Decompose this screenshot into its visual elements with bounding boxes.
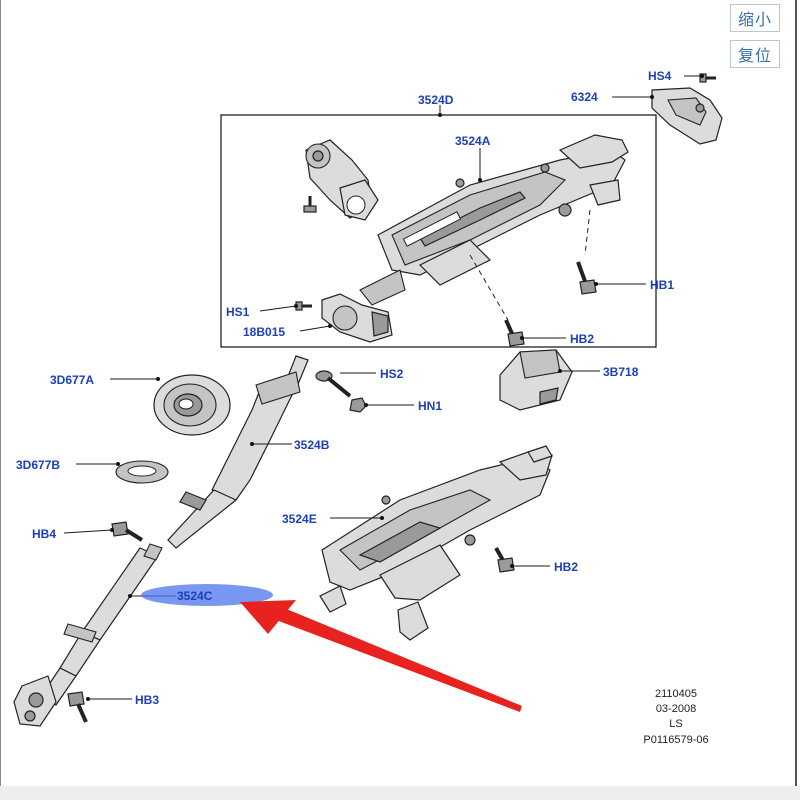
bolt-HB3 — [67, 691, 88, 723]
leader-dots — [86, 74, 704, 701]
callout-3D677A: 3D677A — [50, 373, 94, 387]
guide-dash-2 — [584, 209, 591, 256]
callout-6324: 6324 — [571, 90, 598, 104]
steering-column-assembly-3524E — [319, 445, 553, 641]
screw-HS4 — [699, 73, 716, 83]
universal-joint — [13, 675, 57, 727]
zoom-out-button[interactable]: 缩小 — [730, 4, 780, 32]
drawing-model: LS — [669, 718, 682, 730]
callout-HB1: HB1 — [650, 278, 674, 292]
bolt-HB4 — [111, 521, 144, 542]
callout-3524C: 3524C — [177, 589, 213, 603]
drawing-reference: P0116579-06 — [643, 734, 708, 746]
bolt-HB2-upper — [504, 319, 525, 347]
callout-HB4: HB4 — [32, 527, 56, 541]
callout-HB3: HB3 — [135, 693, 159, 707]
highlight-3524C — [141, 584, 273, 606]
callout-3B718: 3B718 — [603, 365, 639, 379]
bolt-HS2 — [315, 370, 352, 398]
callout-HS4: HS4 — [648, 69, 672, 83]
seal-3D677B — [115, 460, 169, 484]
callout-3524D: 3524D — [418, 93, 454, 107]
callout-HS2: HS2 — [380, 367, 404, 381]
bolt-HB2-lower — [494, 547, 515, 573]
drawing-number: 2110405 — [655, 688, 697, 700]
guide-dash-1 — [469, 254, 509, 321]
drawing-date: 03-2008 — [656, 703, 696, 715]
callout-HN1: HN1 — [418, 399, 442, 413]
small-screw-top-left — [303, 196, 317, 213]
callout-HS1: HS1 — [226, 305, 250, 319]
frame-bottom — [0, 786, 800, 800]
boot-3D677A — [153, 374, 231, 436]
callout-3524E: 3524E — [282, 512, 317, 526]
reset-button[interactable]: 复位 — [730, 40, 780, 68]
upper-steering-column-3524A — [359, 134, 629, 306]
cover-3B718 — [499, 349, 573, 411]
lower-shaft-3524C — [39, 543, 163, 706]
sensor-18B015 — [321, 293, 393, 343]
ignition-lock-assembly — [305, 139, 379, 221]
callout-3D677B: 3D677B — [16, 458, 60, 472]
callout-HB2-upper: HB2 — [570, 332, 594, 346]
bracket-6324 — [651, 87, 723, 145]
red-pointer-arrow — [240, 600, 522, 712]
bolt-HB1 — [576, 261, 597, 295]
callout-3524B: 3524B — [294, 438, 330, 452]
callout-HB2-lower: HB2 — [554, 560, 578, 574]
leader-lines — [63, 75, 702, 700]
callout-3524A: 3524A — [455, 134, 491, 148]
callout-18B015: 18B015 — [243, 325, 285, 339]
screw-HS1 — [295, 301, 312, 311]
nut-HN1 — [349, 397, 367, 413]
